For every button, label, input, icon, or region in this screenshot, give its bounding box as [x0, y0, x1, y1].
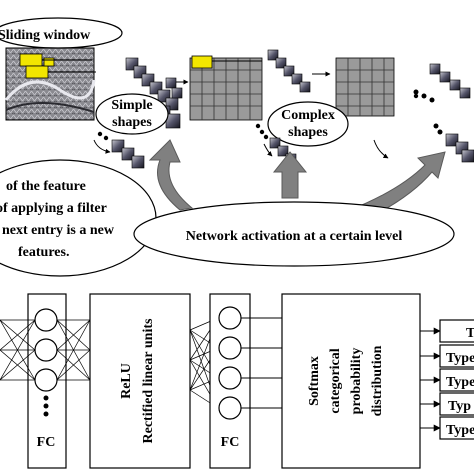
feature-note-line1: of the feature — [6, 179, 86, 194]
softmax-line4: distribution — [370, 345, 385, 416]
network-activation-callout: Network activation at a certain level — [133, 201, 455, 267]
relu-sublabel: Rectified linear units — [141, 318, 156, 444]
curved-arrow-2 — [373, 139, 389, 159]
fc-to-relu-connections — [56, 319, 91, 381]
type-label-5: Type — [446, 423, 474, 438]
softmax-line1: Softmax — [307, 356, 322, 406]
complex-shapes-line2: shapes — [288, 125, 328, 140]
network-activation-label: Network activation at a certain level — [186, 229, 403, 244]
curved-arrow-3 — [263, 143, 273, 157]
softmax-line2: categorical — [328, 348, 343, 413]
complex-shapes-line1: Complex — [281, 108, 335, 123]
feature-maps-layer2 — [267, 49, 311, 93]
sliding-window-callout: Sliding window — [0, 17, 123, 49]
input-connections — [0, 319, 36, 381]
type-label-4: Typ — [448, 399, 471, 414]
complex-shapes-callout: Complex shapes — [267, 101, 349, 147]
grid-layer1 — [189, 55, 263, 121]
sliding-window-label: Sliding window — [0, 28, 91, 43]
fc-to-softmax-connections — [241, 317, 282, 409]
grid-layer2 — [335, 57, 395, 117]
feature-note-line4: features. — [18, 245, 69, 260]
fc-layer-right: FC — [209, 293, 251, 469]
simple-shapes-line2: shapes — [112, 115, 152, 130]
curved-arrow-1 — [93, 139, 111, 154]
feature-note-line3: next entry is a new — [2, 223, 115, 238]
fc-label-left: FC — [37, 435, 56, 450]
feature-note-line2: of applying a filter — [0, 201, 107, 216]
sliding-windows — [19, 53, 96, 79]
softmax-block: Softmax categorical probability distribu… — [281, 293, 421, 469]
relu-label: ReLU — [119, 363, 134, 399]
feature-note-callout: of the feature of applying a filter next… — [0, 159, 157, 277]
relu-block: ReLU Rectified linear units — [89, 293, 191, 469]
fc-layer-left: FC — [27, 293, 67, 469]
type-label-3: Type — [446, 375, 474, 390]
feature-maps-layer3 — [413, 63, 474, 163]
output-types: T Type Type Typ Type — [420, 319, 474, 440]
softmax-line3: probability — [349, 348, 364, 415]
simple-shapes-line1: Simple — [111, 98, 152, 113]
type-label-1: T — [466, 326, 474, 341]
simple-shapes-callout: Simple shapes — [95, 93, 169, 135]
fc-label-right: FC — [221, 435, 240, 450]
type-label-2: Type — [446, 351, 474, 366]
